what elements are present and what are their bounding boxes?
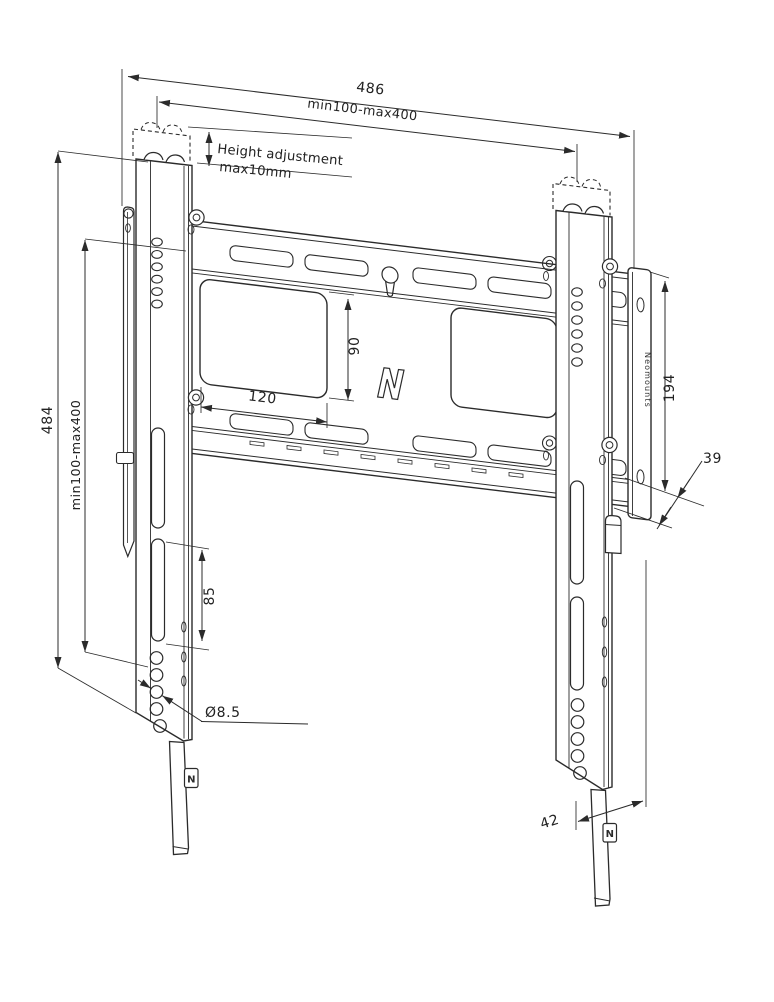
height-adjustment-label-line2: max10mm [219, 160, 293, 182]
right-bracket: N [552, 176, 622, 907]
keyhole-icon [381, 266, 399, 297]
dim-line-cutout-width [200, 404, 328, 425]
left-bracket: N [132, 121, 205, 856]
right-cutout [450, 307, 558, 419]
dim-bottom-offset-label: 42 [538, 812, 561, 833]
dim-wall-distance-label: 39 [703, 451, 722, 467]
brand-vertical-label: Neomounts [643, 352, 652, 408]
diameter-leader [137, 679, 309, 725]
right-bracket-oval-holes [571, 287, 583, 367]
left-bracket-oval-holes [151, 237, 163, 309]
dim-vesa-height-label: min100-max400 [69, 400, 84, 511]
extension-lines [57, 69, 705, 830]
left-bracket-slot-upper [150, 427, 166, 529]
left-bracket-knobs [187, 209, 205, 415]
dim-cutout-height-label: 90 [347, 336, 363, 355]
dim-slot-length-label: 85 [202, 586, 218, 605]
dim-vesa-width-label: min100-max400 [307, 97, 419, 125]
dim-line-bottom-offset [577, 800, 644, 822]
right-bracket-slot-lower [569, 596, 585, 691]
right-sleeve [604, 514, 622, 555]
dim-hole-diameter-label: Ø8.5 [205, 705, 241, 721]
dim-overall-width-label: 486 [355, 79, 385, 98]
left-strap [168, 740, 190, 856]
dim-line-vesa-width [158, 99, 576, 154]
right-strap [590, 788, 611, 907]
right-bracket-knobs [599, 258, 619, 466]
left-strap-badge: N [183, 767, 199, 789]
dimension-lines [54, 74, 703, 822]
left-cutout [199, 279, 328, 399]
plate-logo-icon [376, 367, 405, 401]
vent-dashes [249, 440, 524, 479]
dim-cutout-width-label: 120 [247, 388, 277, 407]
left-strap-badge-letter: N [187, 775, 195, 786]
left-bracket-mounting-holes [149, 651, 167, 733]
right-strap-badge-letter: N [606, 829, 614, 840]
right-strap-badge: N [602, 822, 618, 843]
right-bracket-slot-upper [569, 480, 585, 585]
left-hook-bar [115, 206, 135, 559]
right-bracket-mounting-holes [570, 698, 587, 780]
right-bracket-washers [541, 255, 558, 461]
dim-wall-rail-height-label: 194 [662, 374, 678, 403]
dim-overall-height-label: 484 [40, 406, 56, 435]
wall-rail-end-cap [627, 267, 652, 521]
left-bracket-slot-lower [150, 538, 166, 642]
